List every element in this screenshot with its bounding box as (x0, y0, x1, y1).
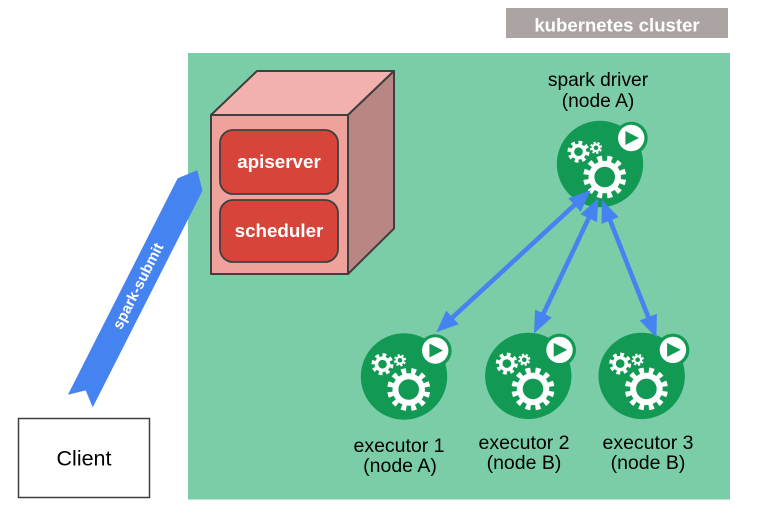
svg-text:(node B): (node B) (487, 452, 562, 474)
svg-text:(node A): (node A) (562, 91, 635, 112)
svg-text:(node B): (node B) (611, 452, 686, 474)
svg-text:scheduler: scheduler (235, 220, 324, 241)
svg-text:executor 3: executor 3 (602, 432, 693, 454)
svg-text:(node A): (node A) (363, 455, 437, 477)
svg-text:apiserver: apiserver (237, 151, 321, 172)
svg-text:executor 1: executor 1 (353, 435, 444, 457)
svg-text:spark driver: spark driver (548, 70, 649, 91)
svg-text:kubernetes cluster: kubernetes cluster (534, 14, 699, 35)
svg-text:spark-submit: spark-submit (110, 240, 168, 332)
svg-text:executor 2: executor 2 (478, 432, 569, 454)
svg-text:Client: Client (57, 447, 112, 471)
